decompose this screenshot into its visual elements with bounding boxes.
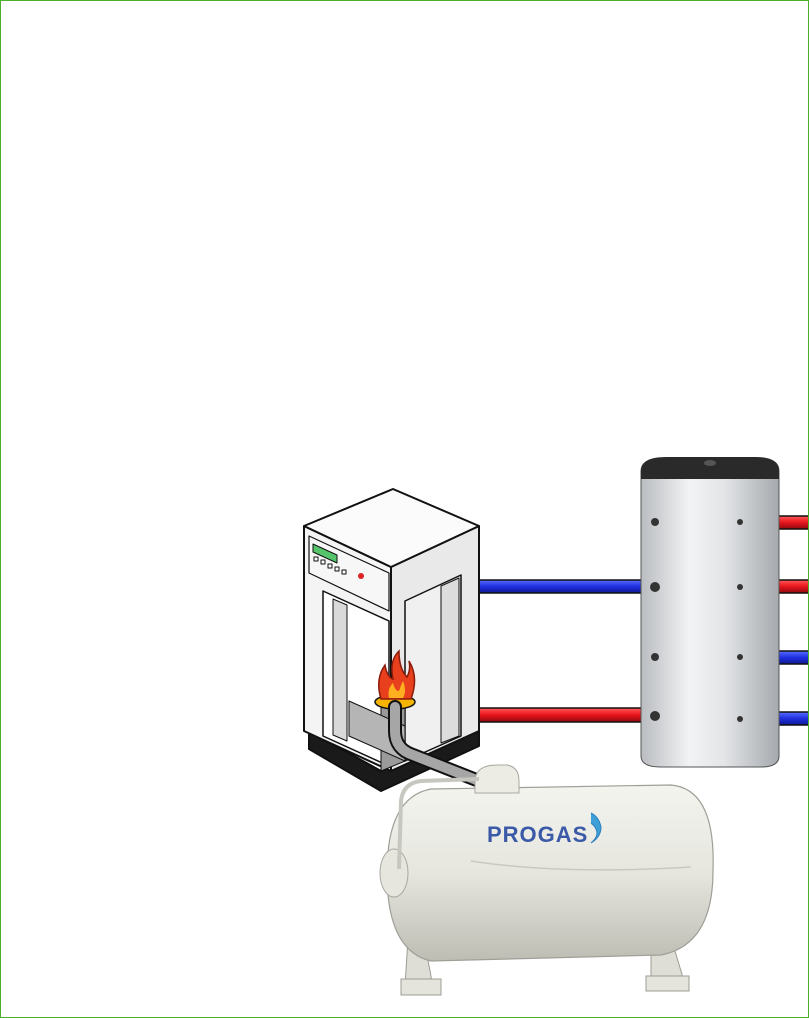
supply-pipes [478, 579, 656, 723]
buffer-tank-icon [640, 457, 780, 768]
hot-flow-pipe [478, 707, 656, 723]
tank-port [737, 654, 743, 660]
tank-port [737, 584, 743, 590]
progas-logo-swirl-icon [590, 812, 602, 844]
tank-port [737, 716, 743, 722]
tank-port [650, 711, 660, 721]
progas-brand-label: PROGAS [487, 822, 588, 847]
tank-port [737, 519, 743, 525]
gas-line [388, 700, 486, 788]
tank-port [651, 518, 659, 526]
gas-boiler-icon [303, 488, 480, 792]
cold-return-pipe [478, 579, 656, 594]
tank-port [650, 582, 660, 592]
lpg-tank-icon: PROGAS [379, 764, 714, 996]
tank-port [651, 653, 659, 661]
